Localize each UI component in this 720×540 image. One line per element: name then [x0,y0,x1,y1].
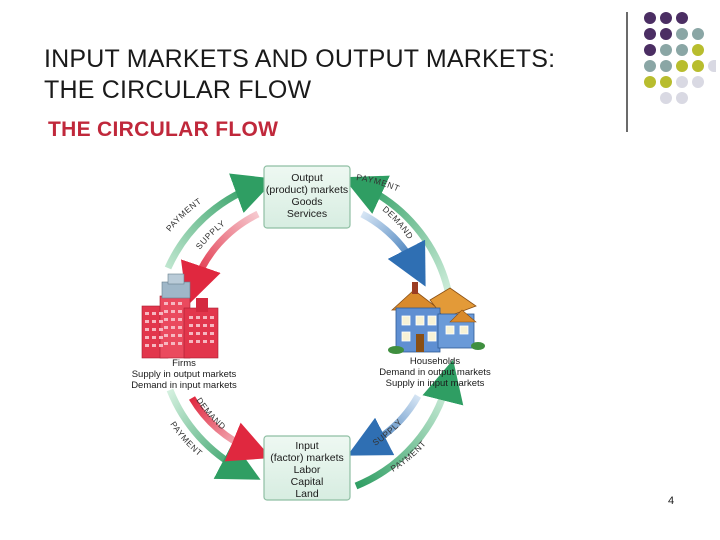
payment-arrow-top-left [164,173,276,270]
input-market-land: Land [295,488,319,500]
dot-purple [644,28,656,40]
household-house-icon [388,282,485,354]
input-market-capital: Capital [290,476,324,488]
output-market-line1: Output [291,172,323,184]
household-demand-arrow [360,210,426,287]
households-title: Households [409,356,461,367]
dot-olive [676,60,688,72]
label-payment-top-right: PAYMENT [356,172,401,194]
svg-text:PAYMENT: PAYMENT [356,172,402,194]
label-supply-bottom-right: SUPPLY [371,417,404,448]
input-market-line2: (factor) markets [270,452,344,464]
payment-arrow-bottom-left [166,388,261,480]
dot-teal [644,60,656,72]
dot-teal [692,28,704,40]
firms-title: Firms [172,358,196,369]
input-market-line1: Input [295,440,319,452]
payment-arrow-top-right [342,175,454,301]
decorative-dot-grid [640,10,716,120]
input-market-box [263,435,351,501]
dot-light [676,76,688,88]
input-market-labor: Labor [293,464,321,476]
slide-title: INPUT MARKETS AND OUTPUT MARKETS: THE CI… [44,44,555,106]
household-supply-arrow [347,394,422,456]
output-market-goods: Goods [291,196,323,208]
payment-arrow-bottom-right [354,359,464,490]
dot-purple [644,12,656,24]
firm-demand-arrow [188,396,272,462]
dot-purple [660,28,672,40]
dot-purple [676,12,688,24]
firms-supply-text: Supply in output markets [131,369,237,380]
dot-olive [692,60,704,72]
firm-supply-arrow [180,210,260,306]
dot-teal [660,60,672,72]
page-number: 4 [668,495,675,507]
dot-teal [676,28,688,40]
dot-light [660,92,672,104]
dot-olive [644,76,656,88]
dot-olive [660,76,672,88]
svg-text:SUPPLY: SUPPLY [371,417,405,448]
label-payment-bottom-right: PAYMENT [389,438,428,473]
firms-label: Firms Supply in output markets Demand in… [118,358,250,391]
dot-light [676,92,688,104]
diagram-heading: THE CIRCULAR FLOW [48,118,279,141]
input-market-label: Input (factor) markets Labor Capital Lan… [264,440,350,500]
svg-text:PAYMENT: PAYMENT [389,438,428,473]
output-market-label: Output (product) markets Goods Services [264,172,350,220]
slide-title-line2: THE CIRCULAR FLOW [44,76,312,104]
firms-demand-text: Demand in input markets [131,380,237,391]
households-label: Households Demand in output markets Supp… [370,356,500,389]
output-market-line2: (product) markets [265,184,349,196]
dot-teal [676,44,688,56]
households-demand-text: Demand in output markets [379,367,491,378]
dot-teal [660,44,672,56]
output-market-box [263,165,351,229]
output-market-services: Services [286,208,328,220]
slide-title-line1: INPUT MARKETS AND OUTPUT MARKETS: [44,45,556,73]
title-divider [626,12,628,132]
dot-purple [660,12,672,24]
dot-purple [644,44,656,56]
firms-building-icon [141,273,219,359]
households-supply-text: Supply in input markets [385,378,485,389]
dot-light [708,60,716,72]
dot-olive [692,44,704,56]
dot-light [692,76,704,88]
